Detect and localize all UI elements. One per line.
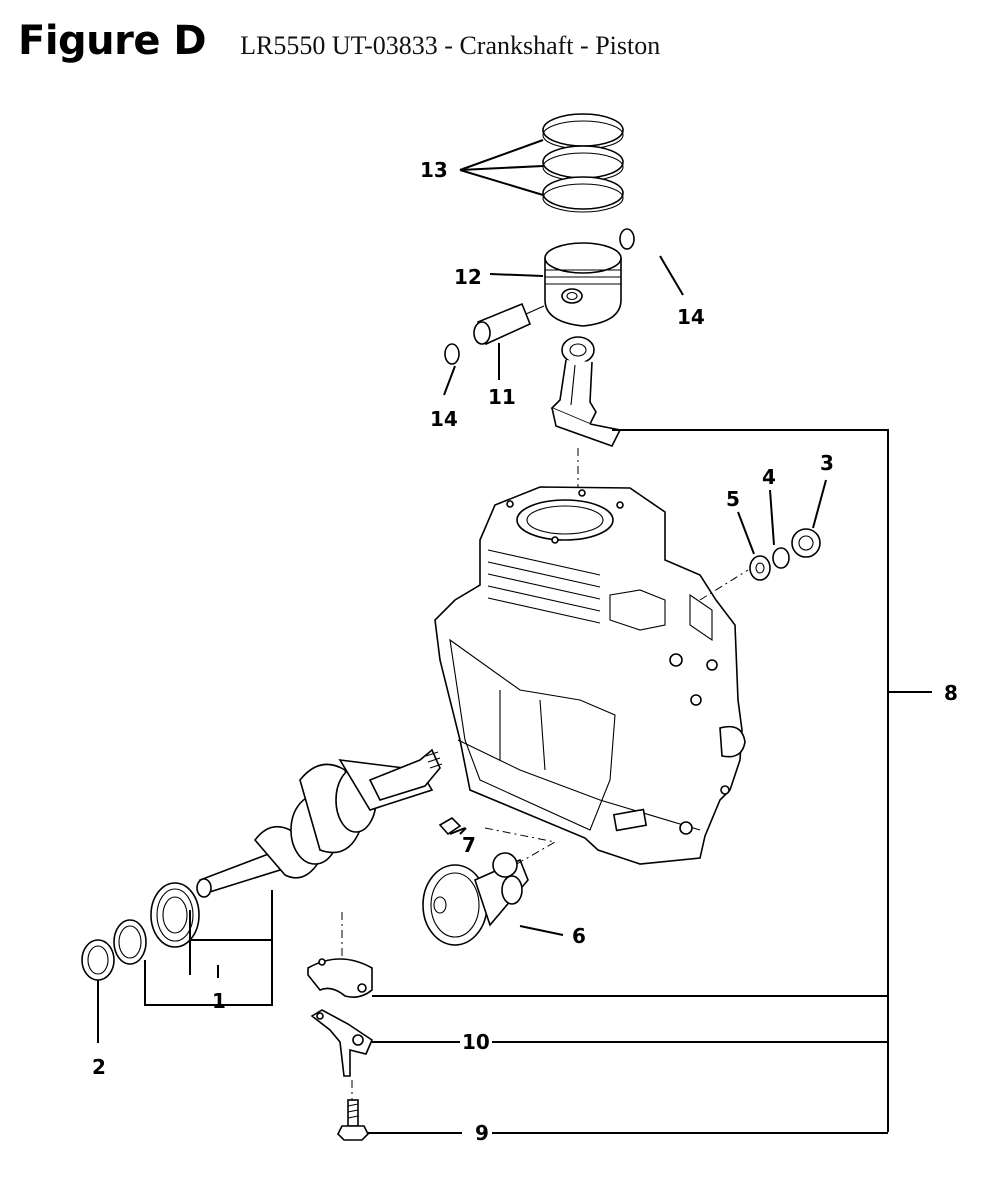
connecting-rod[interactable]	[550, 336, 622, 447]
callout-1: 1	[212, 989, 226, 1013]
callout-2: 2	[92, 1055, 106, 1079]
figure-header: Figure D LR5550 UT-03833 - Crankshaft - …	[18, 18, 660, 64]
washer[interactable]	[749, 555, 771, 581]
callout-13: 13	[420, 158, 448, 182]
rod-cap[interactable]	[307, 958, 373, 998]
callout-6: 6	[572, 924, 586, 948]
callout-3: 3	[820, 451, 834, 475]
callout-11: 11	[488, 385, 516, 409]
piston-rings[interactable]	[542, 113, 624, 213]
callout-14-left: 14	[430, 407, 458, 431]
callout-12: 12	[454, 265, 482, 289]
crankshaft-timing-gear[interactable]	[113, 919, 147, 965]
engine-block[interactable]	[434, 486, 746, 865]
oil-dipper[interactable]	[310, 1009, 373, 1077]
callout-7: 7	[462, 833, 476, 857]
lock-washer[interactable]	[772, 547, 790, 569]
callout-4: 4	[762, 465, 776, 489]
piston-pin-clip-right[interactable]	[619, 228, 635, 250]
callout-8: 8	[944, 681, 958, 705]
oil-seal[interactable]	[81, 939, 115, 981]
callout-5: 5	[726, 487, 740, 511]
nut[interactable]	[791, 528, 821, 558]
piston-pin-clip-left[interactable]	[444, 343, 460, 365]
callout-9: 9	[475, 1121, 489, 1145]
callout-10: 10	[462, 1030, 490, 1054]
piston-pin[interactable]	[473, 302, 545, 346]
woodruff-key[interactable]	[438, 816, 462, 836]
crankshaft[interactable]	[196, 748, 443, 898]
camshaft[interactable]	[422, 852, 529, 946]
figure-subtitle: LR5550 UT-03833 - Crankshaft - Piston	[240, 31, 661, 60]
rod-bolt[interactable]	[337, 1099, 369, 1141]
crankshaft-gear[interactable]	[150, 882, 200, 948]
piston[interactable]	[544, 242, 622, 327]
callout-14-right: 14	[677, 305, 705, 329]
figure-label: Figure D	[18, 18, 207, 64]
